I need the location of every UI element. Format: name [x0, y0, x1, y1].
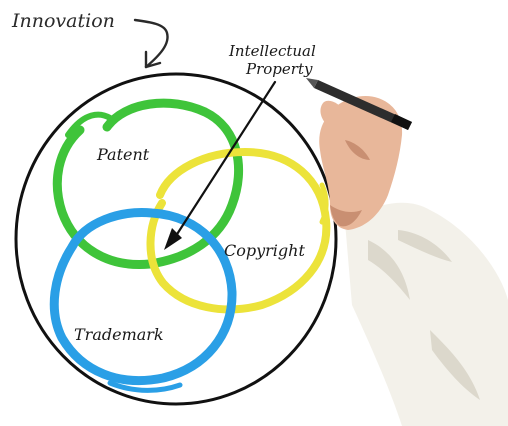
pointer-label-line1: Intellectual	[228, 42, 316, 60]
copyright-label: Copyright	[224, 241, 305, 260]
trademark-label: Trademark	[74, 325, 164, 344]
title-arrow-icon	[133, 18, 169, 69]
outer-circle	[14, 72, 338, 406]
pointer-arrowhead-icon	[164, 228, 182, 250]
hand	[319, 96, 403, 230]
pen-icon	[306, 78, 412, 130]
diagram-title: Innovation	[11, 10, 115, 32]
pointer-arrow-icon	[170, 80, 277, 244]
patent-circle	[52, 98, 243, 269]
sleeve	[345, 202, 508, 426]
pointer-label-line2: Property	[245, 60, 313, 78]
copyright-circle	[146, 147, 331, 314]
trademark-circle	[49, 208, 237, 393]
patent-label: Patent	[96, 145, 150, 164]
